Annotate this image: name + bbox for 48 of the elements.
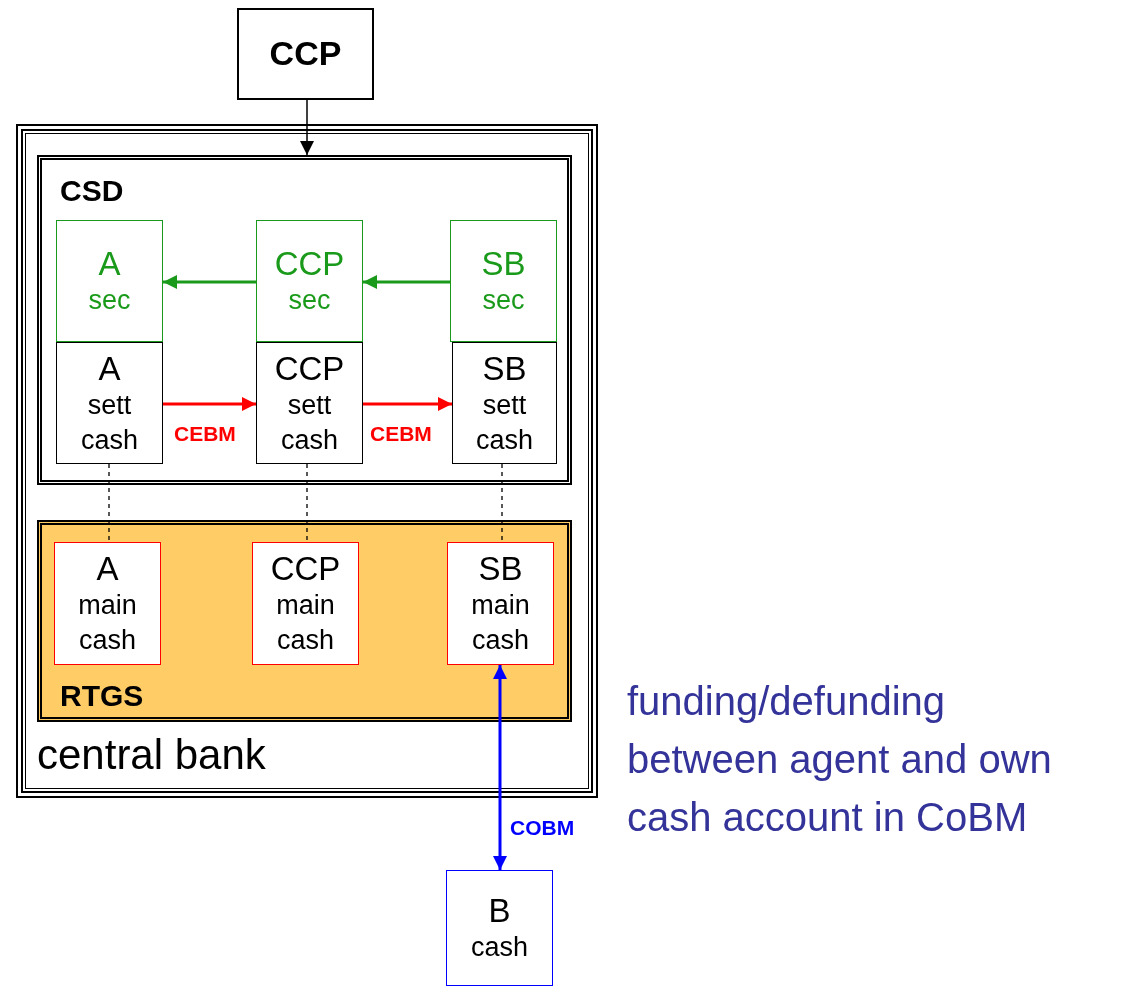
system-title: central bank [37, 731, 266, 779]
account-box [446, 870, 553, 986]
account-type: main cash [275, 589, 336, 658]
arrow [363, 275, 450, 289]
account-holder: B [488, 892, 511, 931]
system-title: CSD [60, 174, 124, 208]
account-box [447, 542, 554, 665]
account-box [256, 220, 363, 342]
account-box [56, 342, 163, 464]
box [237, 8, 374, 100]
account-type: sett cash [474, 388, 534, 457]
link-line [501, 463, 503, 543]
system-frame [16, 124, 598, 798]
account-type: sec [481, 284, 526, 318]
account-holder: SB [482, 349, 527, 388]
link-line [306, 463, 308, 543]
account-box [252, 542, 359, 665]
account-box [452, 342, 557, 464]
account-holder: CCP [274, 349, 345, 388]
account-box [256, 342, 363, 464]
account-box [54, 542, 161, 665]
link-line [108, 463, 110, 543]
arrow [363, 397, 452, 411]
account-holder: A [96, 550, 119, 589]
arrow [163, 397, 256, 411]
account-type: main cash [77, 589, 138, 658]
account-holder: A [98, 349, 121, 388]
arrow [300, 99, 314, 156]
account-holder: CCP [269, 34, 342, 74]
account-type: sec [287, 284, 332, 318]
account-type: cash [469, 931, 529, 965]
account-holder: CCP [270, 550, 341, 589]
system-frame [37, 520, 572, 722]
account-type: main cash [470, 589, 531, 658]
account-box [56, 220, 163, 342]
account-holder: CCP [274, 245, 345, 284]
account-type: sett cash [79, 388, 139, 457]
system-frame [37, 155, 572, 485]
account-type: sec [87, 284, 132, 318]
arrow [163, 275, 256, 289]
account-holder: SB [481, 245, 526, 284]
account-holder: A [98, 245, 121, 284]
note-text: funding/defunding between agent and own cash account in CoBM [627, 678, 1053, 841]
system-title: RTGS [60, 679, 144, 713]
account-holder: SB [478, 550, 523, 589]
arrow [493, 665, 507, 870]
account-type: sett cash [279, 388, 339, 457]
account-box [450, 220, 557, 342]
